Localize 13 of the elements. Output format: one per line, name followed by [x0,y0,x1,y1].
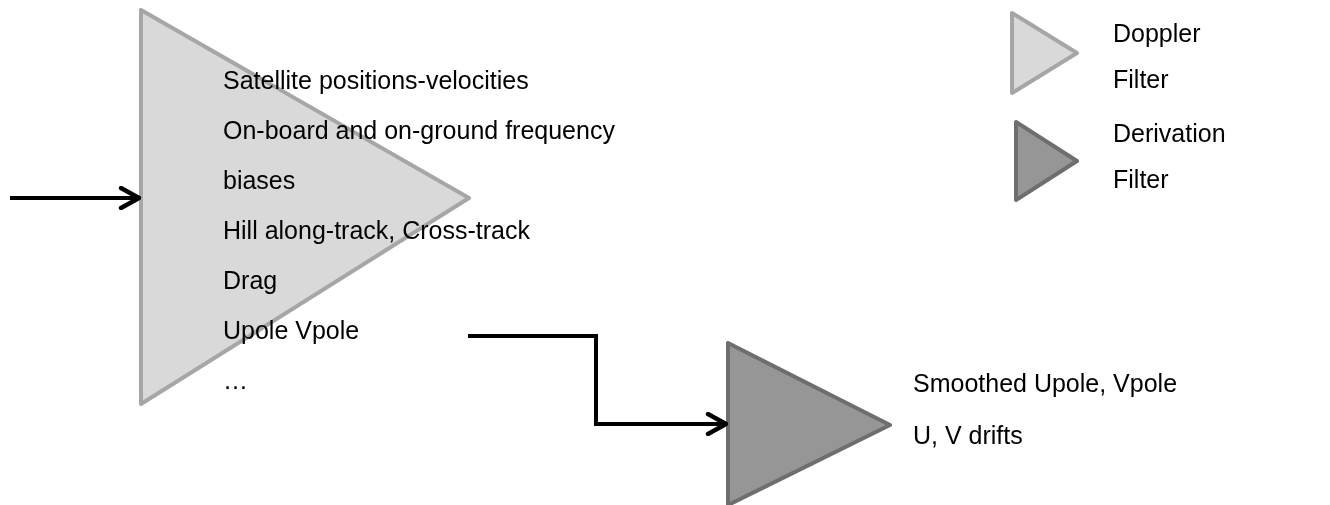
arrow [468,334,729,437]
output-list-item: Drag [223,265,279,296]
legend-label: Doppler Filter [1113,18,1202,95]
output-list-item: … [223,365,249,396]
output-list-item: Satellite positions-velocities [223,65,530,96]
output-list-item: On-board and on-ground frequency biases [223,115,616,196]
legend-label: Derivation Filter [1113,118,1227,195]
output-list-item: Hill along-track, Cross-track [223,215,531,246]
output-list-item: Upole Vpole [223,315,361,346]
derivation-filter-triangle [726,341,894,505]
output-label: U, V drifts [913,420,1024,451]
output-label: Smoothed Upole, Vpole [913,368,1178,399]
arrow [10,185,142,211]
